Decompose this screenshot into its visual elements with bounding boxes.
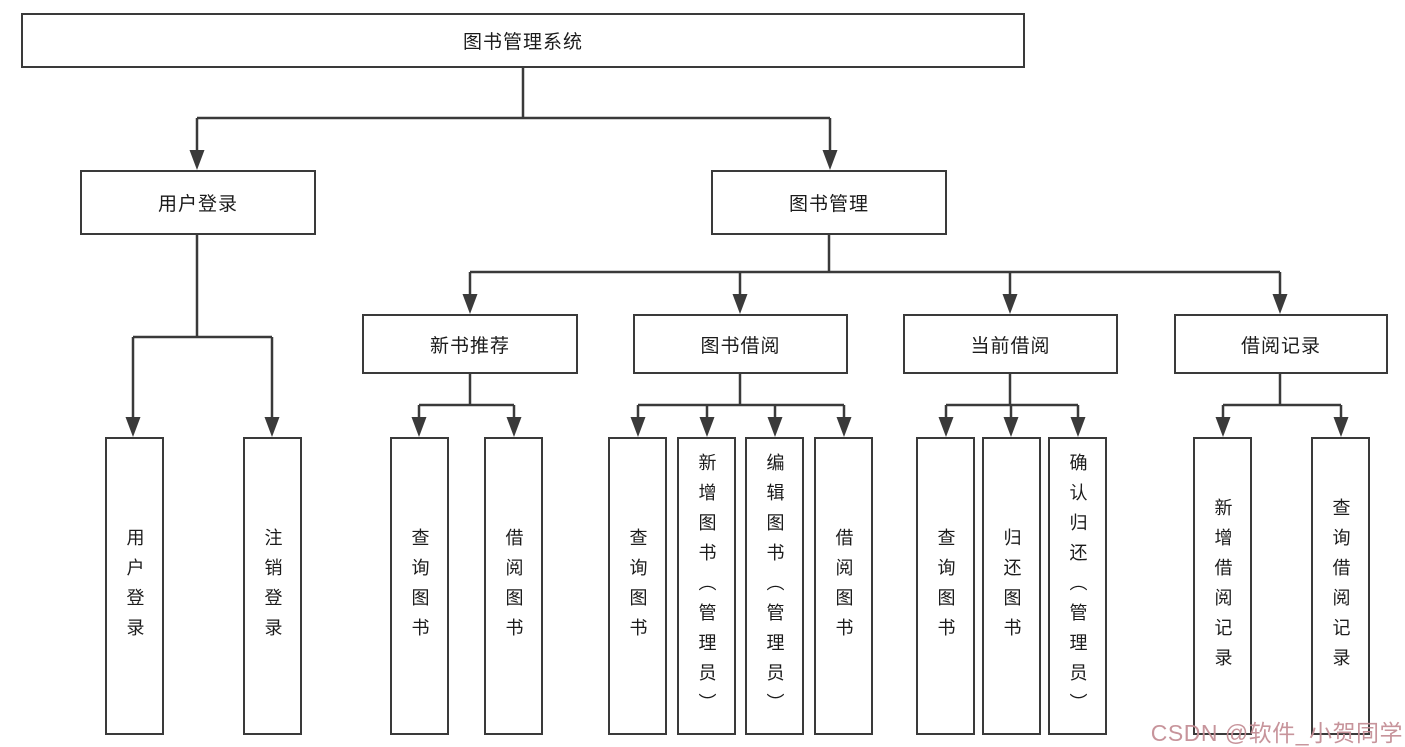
node-user-login: 用户登录	[80, 170, 316, 235]
arrowhead-bb-query	[630, 417, 646, 437]
arrowhead-new-book-recommend	[462, 294, 478, 314]
node-leaf-bb-edit-books-admin: 编辑图书（管理员）	[745, 437, 804, 735]
arrowhead-cb-return	[1003, 417, 1019, 437]
node-book-management: 图书管理	[711, 170, 947, 235]
node-leaf-user-login: 用户登录	[105, 437, 164, 735]
arrowhead-user-login	[189, 150, 205, 170]
node-leaf-bb-add-books-admin: 新增图书（管理员）	[677, 437, 736, 735]
arrowhead-nb-borrow	[506, 417, 522, 437]
arrowhead-cb-confirm	[1070, 417, 1086, 437]
arrowhead-bb-add	[699, 417, 715, 437]
node-leaf-logout: 注销登录	[243, 437, 302, 735]
arrowhead-cb-query	[938, 417, 954, 437]
node-leaf-br-add-record: 新增借阅记录	[1193, 437, 1252, 735]
node-library-management-system: 图书管理系统	[21, 13, 1025, 68]
node-leaf-nb-query-books: 查询图书	[390, 437, 449, 735]
node-leaf-cb-query-books: 查询图书	[916, 437, 975, 735]
node-leaf-cb-return-books: 归还图书	[982, 437, 1041, 735]
arrowhead-book-borrow	[732, 294, 748, 314]
node-leaf-bb-borrow-books: 借阅图书	[814, 437, 873, 735]
arrowhead-ul-user-login	[125, 417, 141, 437]
arrowhead-br-query	[1333, 417, 1349, 437]
arrowhead-br-add	[1215, 417, 1231, 437]
node-book-borrow: 图书借阅	[633, 314, 848, 374]
arrowhead-bb-edit	[767, 417, 783, 437]
arrowhead-book-management	[822, 150, 838, 170]
node-leaf-cb-confirm-return-admin: 确认归还（管理员）	[1048, 437, 1107, 735]
arrowhead-ul-logout	[264, 417, 280, 437]
arrowhead-borrow-records	[1272, 294, 1288, 314]
arrowhead-nb-query	[411, 417, 427, 437]
node-leaf-br-query-record: 查询借阅记录	[1311, 437, 1370, 735]
node-new-book-recommend: 新书推荐	[362, 314, 578, 374]
node-leaf-bb-query-books: 查询图书	[608, 437, 667, 735]
csdn-watermark: CSDN @软件_小贺同学	[1150, 720, 1403, 746]
node-leaf-nb-borrow-books: 借阅图书	[484, 437, 543, 735]
arrowhead-current-borrow	[1002, 294, 1018, 314]
node-borrow-records: 借阅记录	[1174, 314, 1388, 374]
arrowhead-bb-borrow	[836, 417, 852, 437]
node-current-borrow: 当前借阅	[903, 314, 1118, 374]
